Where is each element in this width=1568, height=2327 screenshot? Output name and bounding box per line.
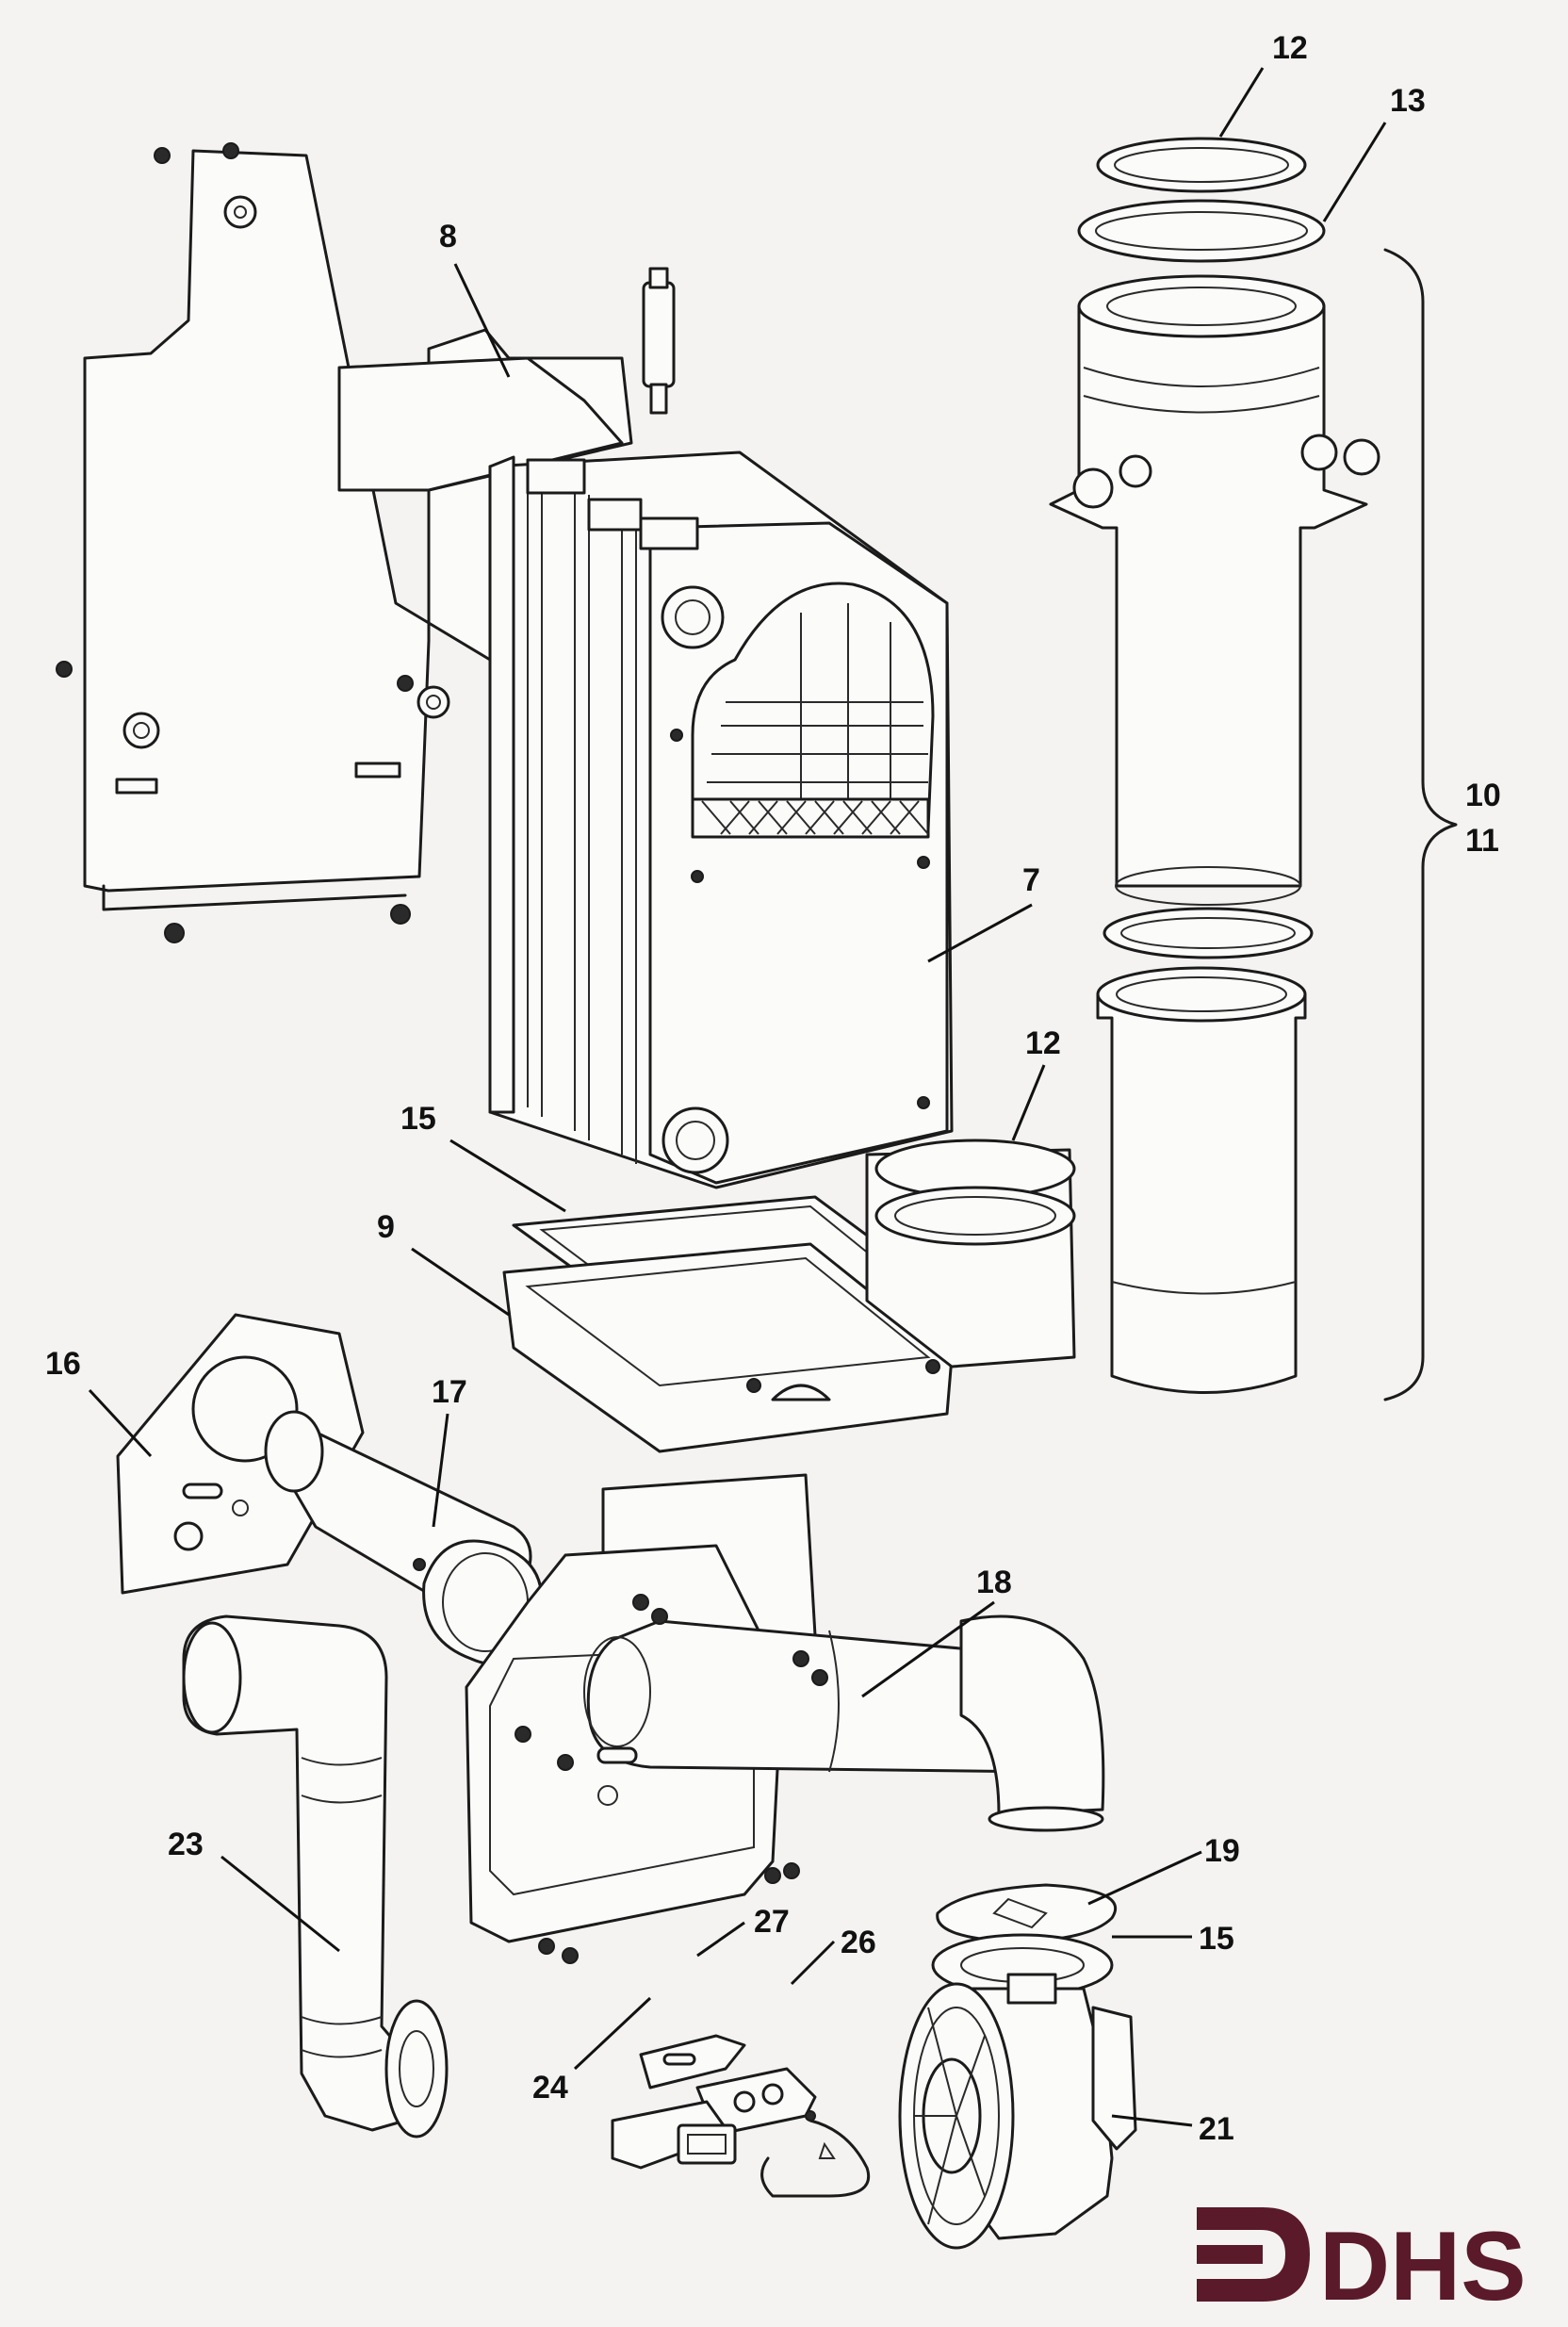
callout-21: 21 [1199,2111,1234,2147]
part-18-venturi [465,1473,1105,1964]
callout-11: 11 [1465,823,1499,859]
callout-19: 19 [1204,1833,1240,1869]
callout-7: 7 [1022,862,1040,898]
part-13-seal-ring [1077,199,1326,263]
part-27-bracket [639,2034,746,2089]
callout-26: 26 [841,1925,876,1960]
dhs-logo: DHS [1197,2207,1527,2321]
callout-13: 13 [1390,83,1426,119]
part-10-11-flue-pipe [1049,274,1380,1394]
dhs-logo-text: DHS [1319,2212,1527,2321]
callout-24: 24 [532,2070,568,2106]
part-9-flue-collector [502,1139,1076,1453]
callout-10: 10 [1465,778,1501,813]
part-23-gas-pipe [182,1614,449,2139]
part-7-heat-exchanger [488,451,954,1189]
callout-27: 27 [754,1904,790,1940]
callout-12-top: 12 [1272,30,1308,66]
part-12-top-ring [1096,137,1307,193]
callout-18: 18 [976,1565,1012,1600]
callout-15-top: 15 [400,1101,436,1137]
part-21-combustion-fan [898,1973,1137,2250]
part-16-burner-plate [116,1313,365,1595]
dhs-logo-arrow-icon [1197,2207,1310,2302]
bracket-10-11 [1383,248,1458,1401]
part-8-bracket-panel [56,142,633,943]
callout-15-bot: 15 [1199,1921,1234,1957]
callout-12-mid: 12 [1025,1025,1061,1061]
part-19-orifice-plate [936,1883,1118,1943]
callout-labels: 12 13 8 10 11 7 12 15 9 16 17 18 19 15 2… [45,30,1501,2147]
callout-9: 9 [377,1209,395,1245]
callout-16: 16 [45,1346,81,1382]
air-vent [642,267,676,415]
callout-8: 8 [439,219,457,254]
callout-17: 17 [432,1374,467,1410]
part-24-ignition-unit [611,2100,737,2170]
callout-23: 23 [168,1827,204,1862]
leader-lines [88,67,1387,2127]
